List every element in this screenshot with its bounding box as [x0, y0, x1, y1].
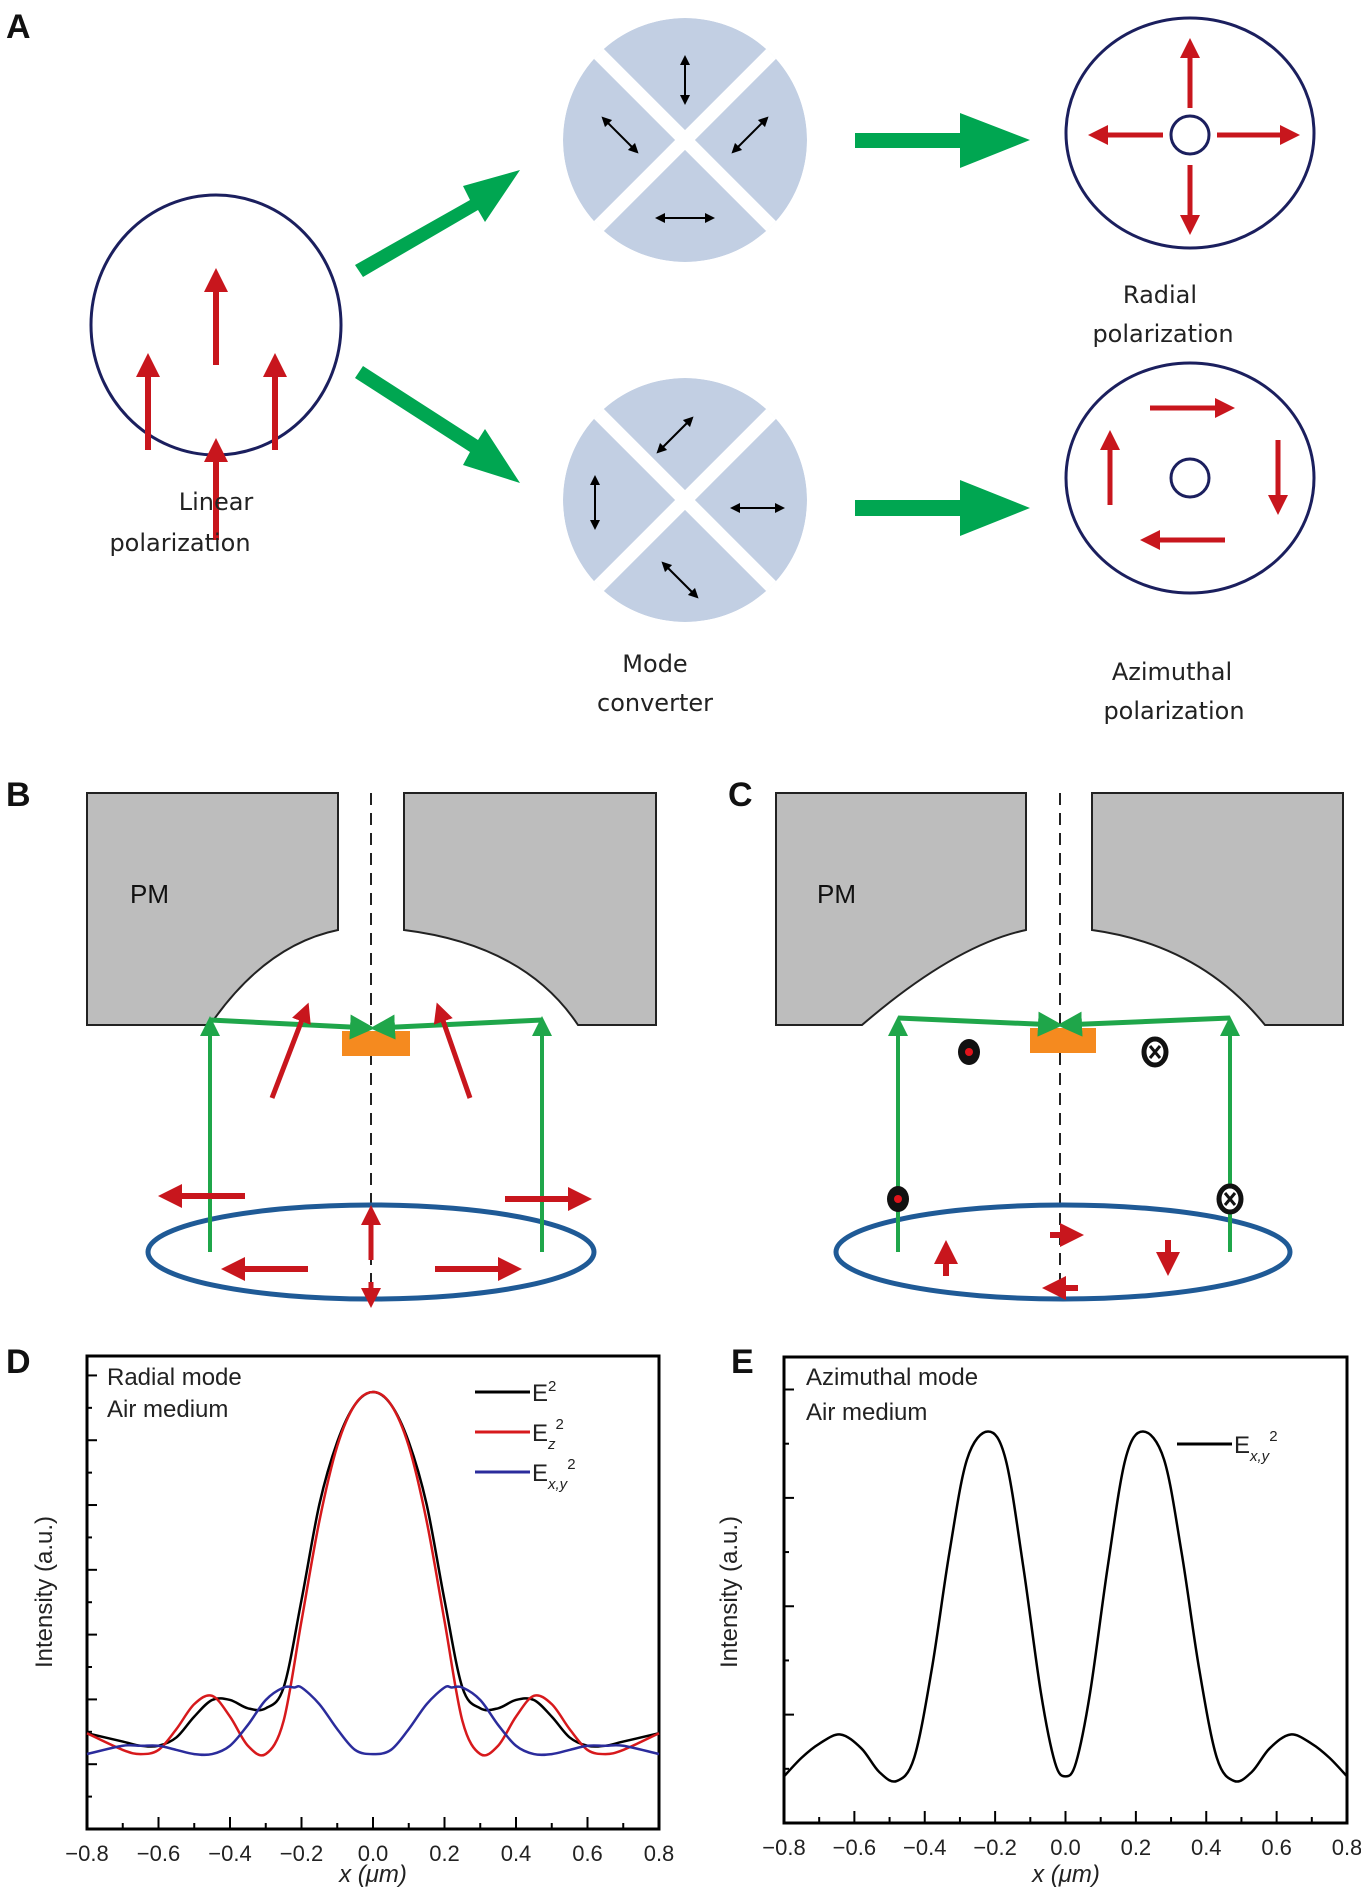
beam-right-focus [1057, 1011, 1231, 1037]
chart-d-xlabel: x (μm) [338, 1861, 407, 1888]
series-line-total [86, 1390, 660, 1748]
panel-a: A Linear polarization [6, 8, 1316, 725]
panel-b: B PM [6, 776, 657, 1308]
sample [1030, 1028, 1096, 1053]
azimuthal-label-line1: Azimuthal [1112, 658, 1232, 686]
mode-label-line1: Mode [622, 650, 687, 678]
radial-label-line2: polarization [1092, 320, 1233, 348]
x-tick-label: −0.6 [137, 1841, 180, 1866]
pm-label: PM [817, 879, 856, 909]
center-hole [1169, 114, 1211, 156]
field-arrow-icon [269, 1002, 311, 1099]
double-arrow-diagonal-icon [731, 116, 769, 154]
series-line-xy [783, 1430, 1348, 1783]
double-arrow-diagonal-icon [656, 416, 694, 454]
x-tick-label: −0.8 [762, 1835, 805, 1860]
mode-converter-bottom [563, 378, 807, 622]
chart-d-ylabel: Intensity (a.u.) [31, 1516, 58, 1668]
chart-d-annotation-2: Air medium [107, 1396, 228, 1423]
x-tick-label: 0.6 [572, 1841, 603, 1866]
pm-label: PM [130, 879, 169, 909]
x-tick-label: 0.2 [1121, 1835, 1152, 1860]
x-tick-label: 0.8 [644, 1841, 675, 1866]
panel-c: C PM [728, 776, 1344, 1302]
center-hole [1169, 457, 1211, 499]
legend-label: Ex,y2 [532, 1456, 576, 1493]
chart-d: D Radial mode Air medium x (μm) Intensit… [6, 1343, 674, 1888]
panel-b-letter: B [6, 776, 31, 814]
double-arrow-diagonal-icon [601, 116, 639, 154]
chart-e-ylabel: Intensity (a.u.) [716, 1516, 743, 1668]
chart-e: E Azimuthal mode Air medium x (μm) Inten… [716, 1343, 1361, 1888]
flow-arrow-right-icon [855, 113, 1030, 168]
linear-polarization-diagram [89, 193, 343, 540]
chart-d-frame [85, 1354, 661, 1831]
parabolic-mirror-left [775, 792, 1027, 1026]
field-out-of-plane-icon [887, 1186, 909, 1212]
beam-left-focus [897, 1011, 1063, 1037]
chart-e-frame [782, 1355, 1349, 1825]
legend-label: Ex,y2 [1234, 1428, 1278, 1465]
panel-a-letter: A [6, 8, 31, 46]
flow-arrow-right-icon [855, 480, 1030, 536]
legend-label: Ez2 [532, 1416, 564, 1453]
flow-arrow-up-icon [355, 170, 520, 277]
series-line-z [86, 1390, 660, 1757]
panel-e-letter: E [731, 1343, 754, 1381]
x-tick-label: −0.4 [208, 1841, 251, 1866]
linear-label-line1: Linear [179, 488, 254, 516]
beam-left-focus [209, 1014, 375, 1040]
flow-arrow-down-icon [355, 366, 520, 483]
azimuthal-label-line2: polarization [1103, 697, 1244, 725]
beam-right-focus [370, 1014, 543, 1040]
mode-label-line2: converter [597, 689, 713, 717]
x-tick-label: 0.4 [1191, 1835, 1222, 1860]
series-line-xy [86, 1685, 660, 1757]
azimuthal-polarization-diagram [1064, 361, 1316, 595]
field-into-plane-icon [1216, 1183, 1244, 1215]
panel-d-letter: D [6, 1343, 31, 1381]
x-tick-label: 0.0 [1050, 1835, 1081, 1860]
radial-polarization-diagram [1064, 16, 1316, 250]
linear-label-line2: polarization [109, 529, 250, 557]
lens-aperture [833, 1202, 1293, 1302]
radial-label-line1: Radial [1123, 281, 1197, 309]
x-tick-label: −0.6 [833, 1835, 876, 1860]
parabolic-mirror-left [86, 792, 339, 1026]
chart-e-xlabel: x (μm) [1031, 1861, 1100, 1888]
chart-d-annotation-1: Radial mode [107, 1364, 242, 1391]
x-tick-label: −0.2 [973, 1835, 1016, 1860]
x-tick-label: −0.2 [280, 1841, 323, 1866]
double-arrow-diagonal-icon [661, 561, 699, 599]
x-tick-label: 0.2 [429, 1841, 460, 1866]
panel-c-letter: C [728, 776, 753, 814]
x-tick-label: −0.4 [903, 1835, 946, 1860]
x-tick-label: 0.8 [1332, 1835, 1361, 1860]
mode-converter-top [563, 18, 807, 262]
chart-e-annotation-2: Air medium [806, 1399, 927, 1426]
sample [342, 1031, 410, 1056]
x-tick-label: 0.4 [501, 1841, 532, 1866]
parabolic-mirror-right [403, 792, 657, 1026]
chart-e-annotation-1: Azimuthal mode [806, 1364, 978, 1391]
field-out-of-plane-icon [958, 1039, 980, 1065]
field-into-plane-icon [1141, 1036, 1169, 1068]
parabolic-mirror-right [1091, 792, 1344, 1026]
legend-label: E2 [532, 1378, 556, 1407]
x-tick-label: −0.8 [65, 1841, 108, 1866]
x-tick-label: 0.0 [358, 1841, 389, 1866]
field-arrow-icon [433, 1002, 473, 1099]
x-tick-label: 0.6 [1261, 1835, 1292, 1860]
